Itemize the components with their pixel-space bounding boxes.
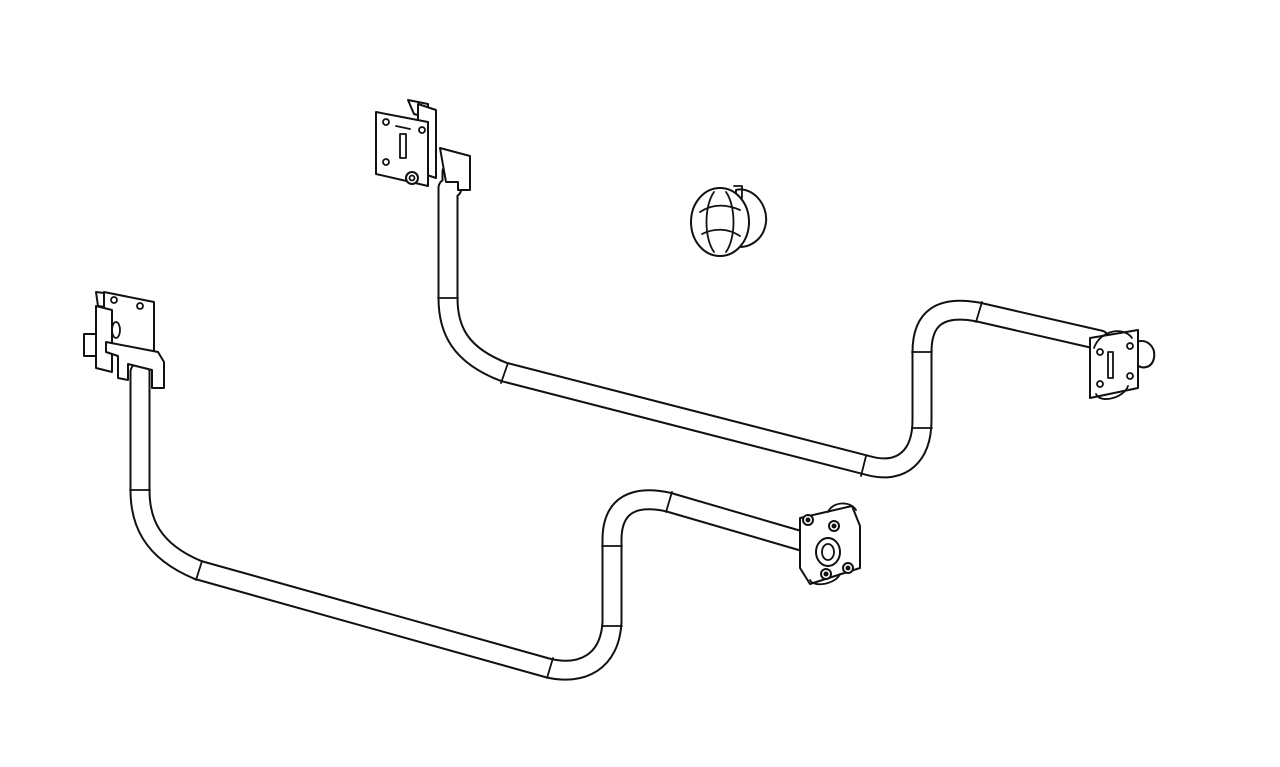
upper-rail-tube <box>437 161 1111 479</box>
upper-rail-assembly <box>375 99 1156 479</box>
lower-rail-tube <box>129 361 823 681</box>
wall-bracket-upper-right <box>1089 329 1156 400</box>
lower-rail-assembly <box>83 291 861 681</box>
wall-bracket-lower-right <box>799 502 861 586</box>
wall-bracket-upper-left <box>375 99 471 191</box>
knob <box>690 185 768 257</box>
wall-bracket-lower-left <box>83 291 165 389</box>
